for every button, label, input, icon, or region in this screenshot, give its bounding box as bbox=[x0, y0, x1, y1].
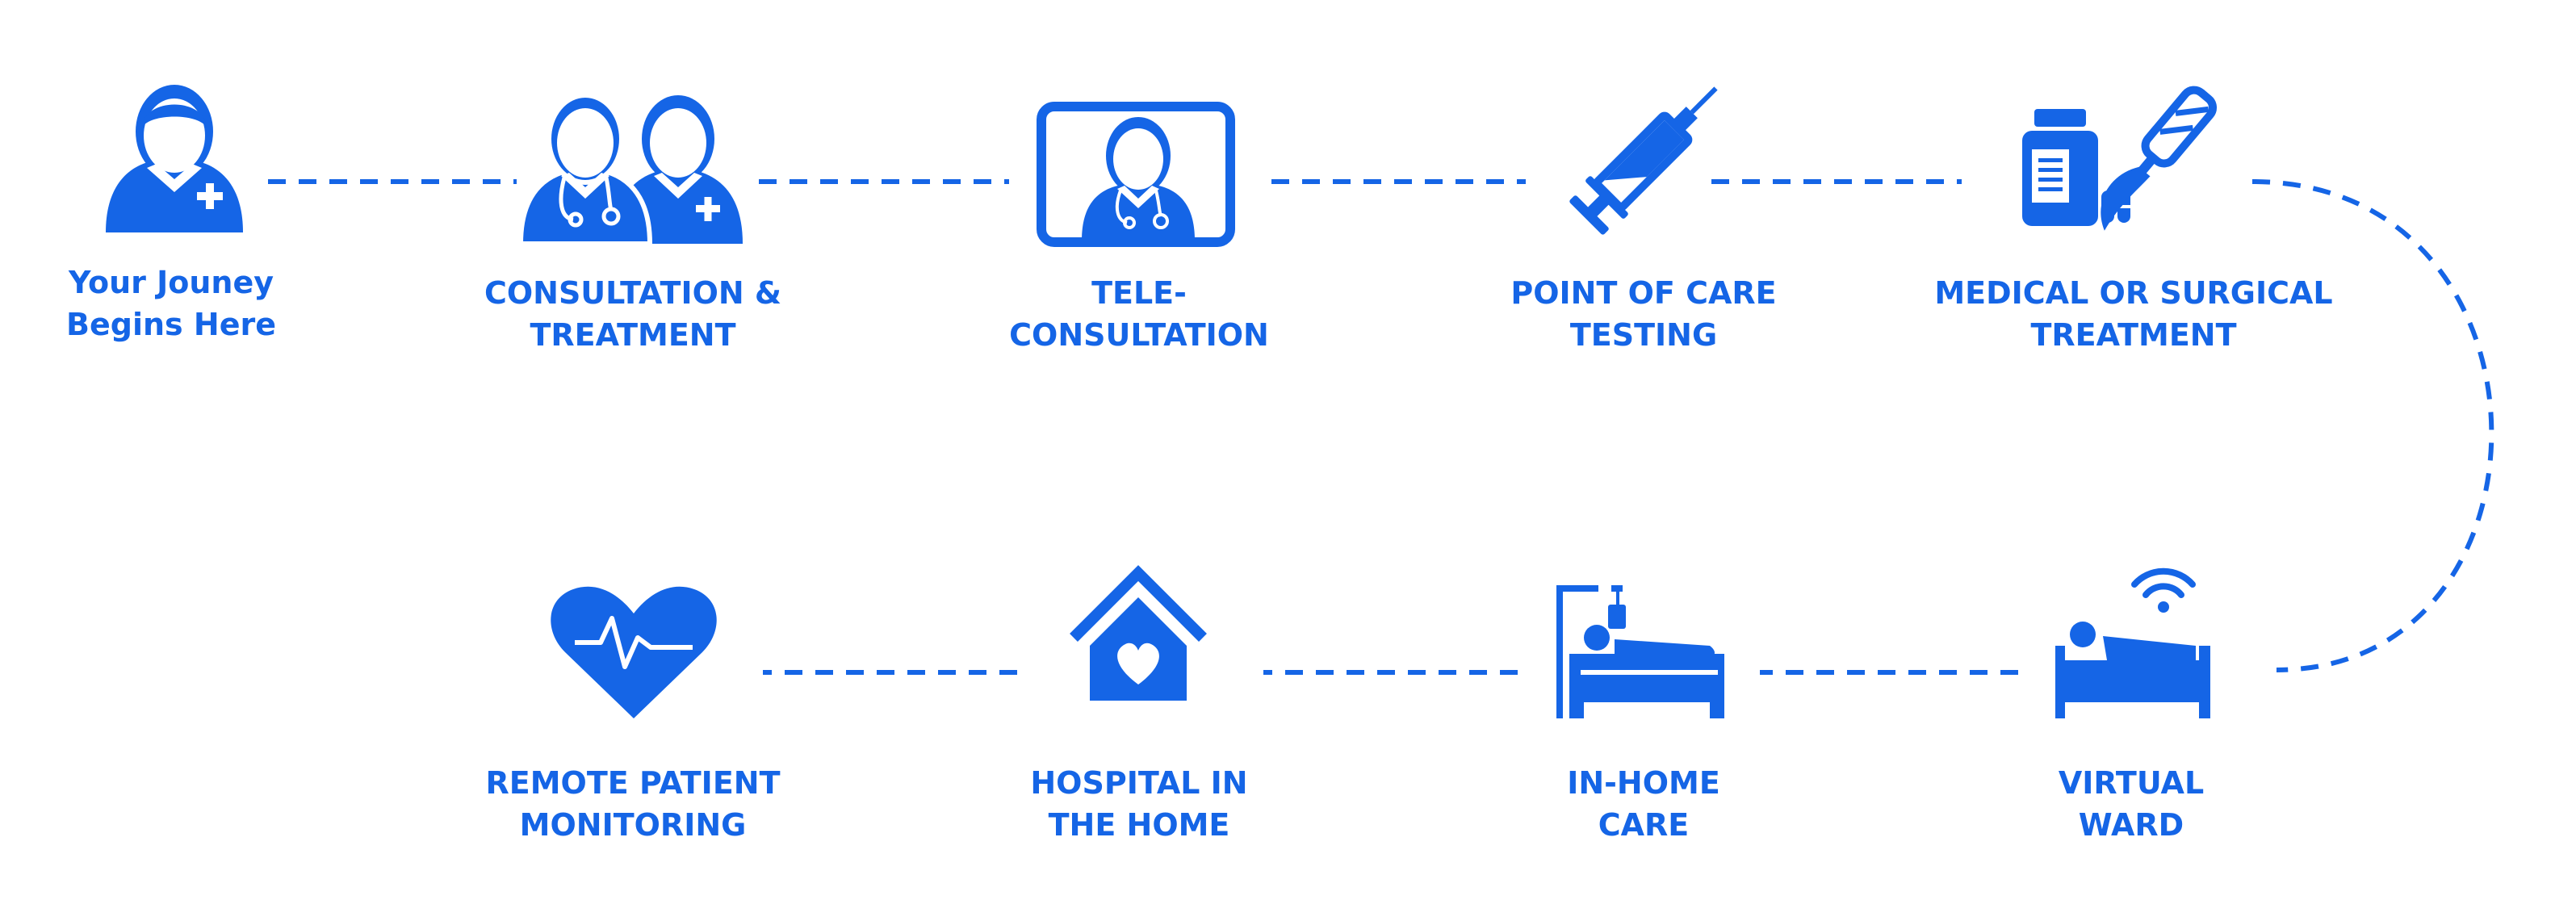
step-label-poct: POINT OF CARE TESTING bbox=[1510, 272, 1776, 356]
label-line: Begins Here bbox=[66, 307, 276, 342]
label-line: Your Jouney bbox=[68, 265, 274, 300]
step-label-hith: HOSPITAL IN THE HOME bbox=[1030, 762, 1247, 846]
label-line: CARE bbox=[1598, 807, 1690, 843]
label-line: TREATMENT bbox=[2030, 317, 2237, 353]
label-line: TESTING bbox=[1569, 317, 1718, 353]
two-doctors-icon bbox=[517, 93, 743, 246]
syringe-icon bbox=[1569, 86, 1718, 235]
bed-wifi-icon bbox=[2055, 567, 2210, 718]
house-heart-icon bbox=[1070, 565, 1207, 701]
label-line: THE HOME bbox=[1048, 807, 1230, 843]
patient-icon bbox=[106, 85, 243, 232]
label-line: REMOTE PATIENT bbox=[485, 765, 781, 801]
label-line: MEDICAL OR SURGICAL bbox=[1934, 275, 2333, 311]
step-label-consultation: CONSULTATION & TREATMENT bbox=[484, 272, 781, 356]
label-line: MONITORING bbox=[519, 807, 747, 843]
step-label-inhome: IN-HOME CARE bbox=[1567, 762, 1720, 846]
step-label-rpm: REMOTE PATIENT MONITORING bbox=[485, 762, 780, 846]
step-label-virtual: VIRTUAL WARD bbox=[2059, 762, 2204, 846]
label-line: TELE- bbox=[1091, 275, 1187, 311]
label-line: TREATMENT bbox=[530, 317, 736, 353]
heartbeat-icon bbox=[551, 586, 717, 718]
label-line: IN-HOME bbox=[1567, 765, 1720, 801]
hospital-bed-iv-icon bbox=[1556, 585, 1724, 718]
label-line: VIRTUAL bbox=[2058, 765, 2205, 801]
pill-bottle-scalpel-icon bbox=[2022, 86, 2218, 231]
label-line: HOSPITAL IN bbox=[1030, 765, 1248, 801]
step-label-medsurg: MEDICAL OR SURGICAL TREATMENT bbox=[1934, 272, 2332, 356]
step-label-start: Your Jouney Begins Here bbox=[66, 262, 276, 345]
label-line: POINT OF CARE bbox=[1510, 275, 1777, 311]
step-label-tele: TELE- CONSULTATION bbox=[1009, 272, 1269, 356]
label-line: WARD bbox=[2078, 807, 2184, 843]
label-line: CONSULTATION bbox=[1009, 317, 1269, 353]
connector-lines bbox=[268, 179, 2494, 675]
label-line: CONSULTATION & bbox=[484, 275, 782, 311]
monitor-doctor-icon bbox=[1037, 102, 1235, 247]
connector-curve bbox=[2251, 179, 2494, 672]
